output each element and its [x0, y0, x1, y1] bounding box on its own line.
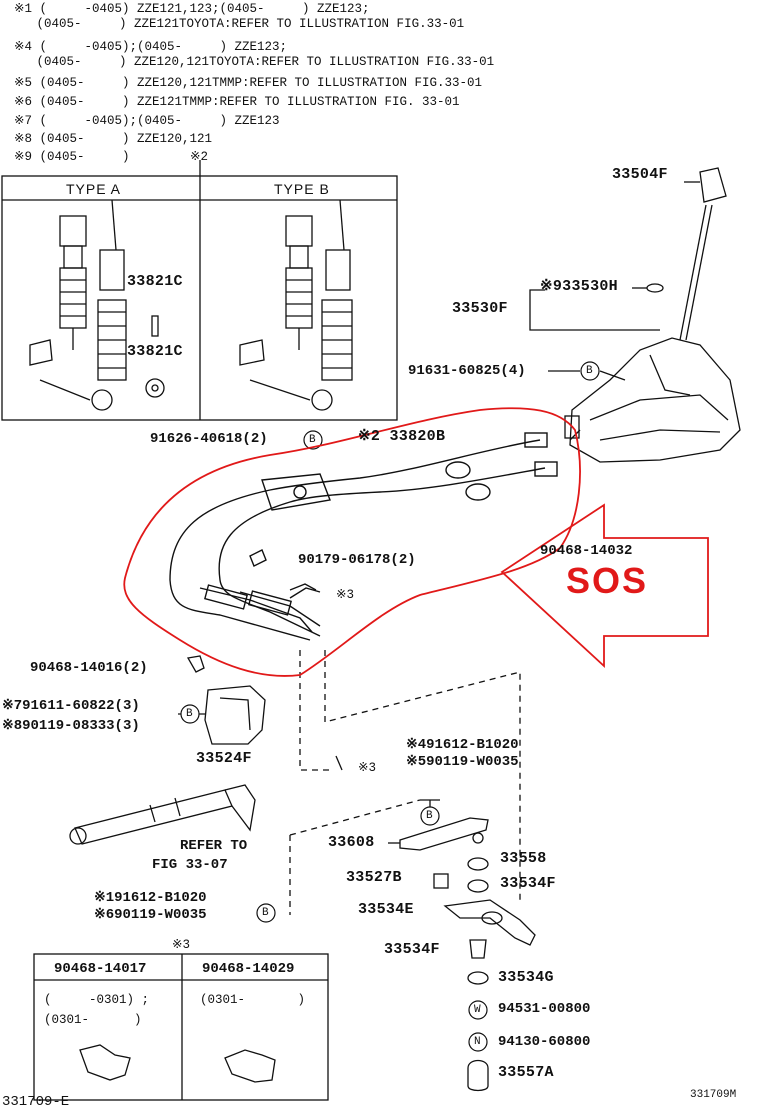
- clip-table-col2-date1: (0301- ): [200, 993, 306, 1007]
- clip-table-col1-part: 90468-14017: [54, 961, 147, 977]
- note-9: ※9 (0405- ): [14, 150, 130, 164]
- refer-to-label: REFER TO: [180, 838, 248, 854]
- part-33821c-lower: 33821C: [127, 343, 183, 360]
- part-33820b: ※2 33820B: [358, 428, 446, 445]
- part-33530h: ※933530H: [540, 278, 618, 295]
- type-b-cable-sketch: [239, 199, 353, 411]
- note-4: ※4 ( -0405);(0405- ) ZZE123;: [14, 40, 288, 54]
- shift-knob-and-lever: [632, 167, 727, 341]
- part-94531-00800: 94531-00800: [498, 1001, 591, 1017]
- note-1: ※1 ( -0405) ZZE121,123;(0405- ) ZZE123;: [14, 2, 370, 16]
- part-33504f: 33504F: [612, 166, 668, 183]
- part-33524f: 33524F: [196, 750, 252, 767]
- part-33534g: 33534G: [498, 969, 554, 986]
- shift-shaft: [69, 784, 256, 845]
- refer-fig-label: FIG 33-07: [152, 857, 228, 873]
- type-b-label: TYPE B: [274, 181, 330, 197]
- sos-annotation: [123, 407, 709, 677]
- ref-3-upper: ※3: [336, 588, 354, 602]
- marker-b-1: B: [586, 365, 593, 377]
- part-91612-b1020-b: ※191612-B1020: [94, 890, 207, 906]
- marker-b-4: B: [426, 810, 433, 822]
- clip-90468-14017-sketch: [79, 1044, 131, 1081]
- part-33558: 33558: [500, 850, 547, 867]
- note-6: ※6 (0405- ) ZZE121TMMP:REFER TO ILLUSTRA…: [14, 95, 460, 109]
- note-ref2: ※2: [190, 150, 208, 164]
- note-1b: (0405- ) ZZE121TOYOTA:REFER TO ILLUSTRAT…: [14, 17, 465, 31]
- marker-b-3: B: [186, 708, 193, 720]
- sos-label: SOS: [566, 560, 649, 601]
- clip-90468-14029-sketch: [224, 1049, 276, 1083]
- shifter-housing: [564, 337, 741, 463]
- shift-linkage-parts: [388, 799, 536, 1092]
- clip-table-col1-date1: ( -0301) ;: [44, 993, 150, 1007]
- marker-b-2: B: [309, 434, 316, 446]
- sos-arrow: [500, 503, 709, 669]
- part-90179-06178: 90179-06178(2): [298, 552, 416, 568]
- part-33608: 33608: [328, 834, 375, 851]
- clip-table-frame: [33, 953, 329, 1101]
- part-90119-08333: ※890119-08333(3): [2, 718, 140, 734]
- part-91626-40618: 91626-40618(2): [150, 431, 268, 447]
- marker-w: W: [474, 1004, 481, 1016]
- part-90119-w0035-b: ※690119-W0035: [94, 907, 207, 923]
- part-94130-60800: 94130-60800: [498, 1034, 591, 1050]
- clip-table-col1-date2: (0301- ): [44, 1013, 142, 1027]
- part-91631-60825: 91631-60825(4): [408, 363, 526, 379]
- type-a-cable-sketch: [29, 199, 165, 411]
- cable-assembly: [169, 432, 558, 641]
- part-91611-60822: ※791611-60822(3): [2, 698, 140, 714]
- part-33821c-upper: 33821C: [127, 273, 183, 290]
- part-33534f-b: 33534F: [384, 941, 440, 958]
- clip-table-col2-part: 90468-14029: [202, 961, 295, 977]
- part-33534f-a: 33534F: [500, 875, 556, 892]
- type-a-label: TYPE A: [66, 181, 122, 197]
- ref-3-lower: ※3: [358, 761, 376, 775]
- part-90119-w0035-a: ※590119-W0035: [406, 754, 519, 770]
- part-90468-14032: 90468-14032: [540, 543, 633, 559]
- clip-table-ref: ※3: [172, 938, 190, 952]
- marker-n: N: [474, 1036, 481, 1048]
- part-33527b: 33527B: [346, 869, 402, 886]
- note-8: ※8 (0405- ) ZZE120,121: [14, 132, 213, 146]
- marker-b-5: B: [262, 907, 269, 919]
- part-33530f: 33530F: [452, 300, 508, 317]
- footer-right-code: 331709M: [690, 1089, 737, 1101]
- part-33534e: 33534E: [358, 901, 414, 918]
- part-33557a: 33557A: [498, 1064, 554, 1081]
- part-90468-14016: 90468-14016(2): [30, 660, 148, 676]
- sos-outline: [123, 407, 581, 677]
- note-5: ※5 (0405- ) ZZE120,121TMMP:REFER TO ILLU…: [14, 76, 483, 90]
- note-4b: (0405- ) ZZE120,121TOYOTA:REFER TO ILLUS…: [14, 55, 495, 69]
- note-7: ※7 ( -0405);(0405- ) ZZE123: [14, 114, 280, 128]
- footer-left-code: 331709-E: [2, 1094, 70, 1110]
- part-91612-b1020-a: ※491612-B1020: [406, 737, 519, 753]
